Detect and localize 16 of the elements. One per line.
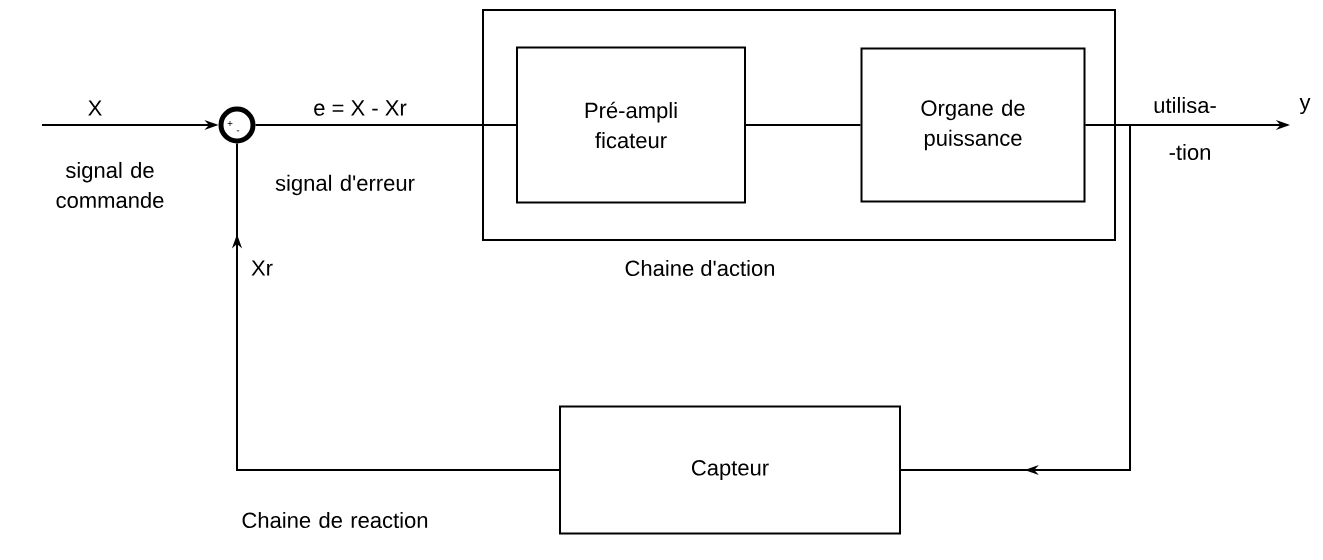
edge-label: y bbox=[1297, 95, 1313, 117]
annotation-text: utilisa- bbox=[1154, 96, 1216, 114]
group-heading: Chaine d'action bbox=[625, 259, 774, 277]
annotation-text: -tion bbox=[1169, 143, 1210, 161]
edge-label: e = X - Xr bbox=[311, 98, 409, 118]
summing-junction: + - bbox=[218, 106, 256, 144]
edge-label: Xr bbox=[249, 258, 275, 278]
connector-arrow bbox=[231, 142, 560, 471]
annotation-text: signal d'erreur bbox=[275, 174, 415, 196]
edge-label: X bbox=[85, 98, 105, 118]
annotation-text: Chaine de reaction bbox=[242, 511, 428, 529]
annotation-text: signal de commande bbox=[56, 161, 164, 209]
block-box: Organe de puissance bbox=[860, 47, 1086, 203]
block-box: Capteur bbox=[559, 405, 901, 535]
connector-arrow bbox=[900, 124, 1131, 476]
block-box: Pré-ampli ficateur bbox=[516, 46, 746, 204]
